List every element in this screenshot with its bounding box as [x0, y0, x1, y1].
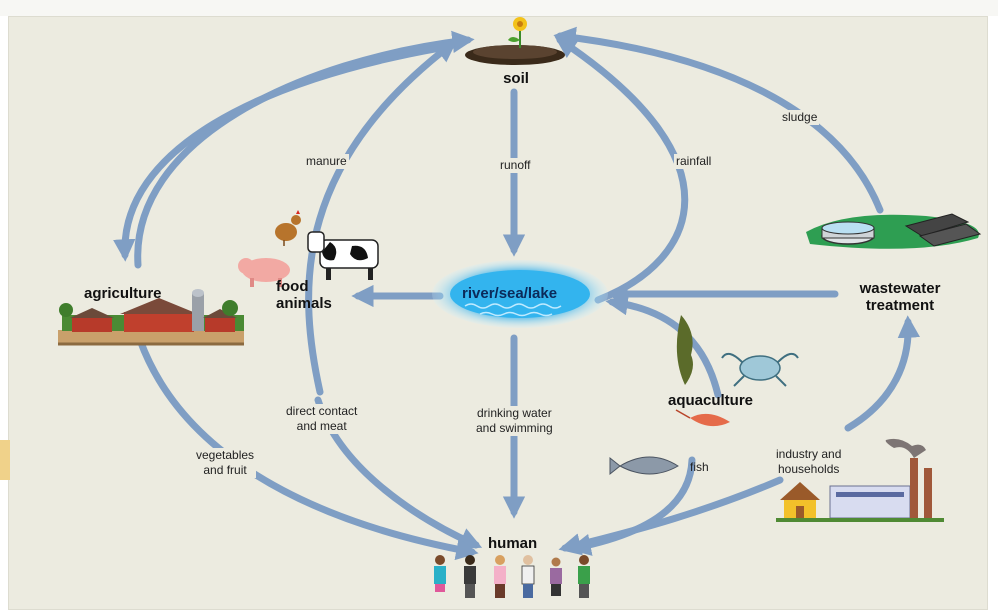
flow-label-direct-contact: direct contact and meat — [284, 404, 360, 434]
wastewater-graphic — [806, 213, 982, 249]
flow-label-drinking: drinking water and swimming — [474, 406, 555, 436]
people-graphic — [434, 555, 590, 598]
animals-graphic — [238, 210, 379, 287]
aquaculture-graphic — [609, 315, 799, 476]
water-body-graphic — [432, 260, 608, 328]
flow-label-fish: fish — [690, 460, 709, 474]
soil-graphic — [465, 17, 565, 65]
arrow-manure — [305, 39, 458, 396]
industry-graphic — [776, 438, 944, 522]
edge-decoration — [0, 440, 10, 480]
water-label: river/sea/lake — [462, 285, 558, 302]
arrow-fish — [568, 456, 696, 556]
arrow-rainfall — [554, 36, 689, 304]
soil-label: soil — [503, 70, 529, 87]
human-label: human — [488, 535, 538, 552]
farm-graphic — [58, 289, 244, 346]
flow-label-rainfall: rainfall — [674, 154, 714, 169]
flow-label-vegetables: vegetables and fruit — [194, 448, 257, 478]
arrow-soil-to-agriculture — [113, 44, 444, 262]
flow-label-manure: manure — [304, 154, 349, 169]
arrow-industry-to-wastewater — [844, 315, 921, 432]
agriculture-label: agriculture — [84, 285, 162, 302]
top-band — [0, 0, 998, 16]
food-animals-label: food animals — [276, 278, 332, 312]
flow-label-industry: industry and households — [776, 447, 842, 476]
flow-label-runoff: runoff — [498, 158, 533, 173]
flow-label-sludge: sludge — [780, 110, 820, 125]
arrow-sludge — [553, 26, 884, 214]
wastewater-label: wastewater treatment — [859, 280, 941, 314]
arrow-industry-to-human — [558, 476, 784, 556]
aquaculture-label: aquaculture — [668, 392, 754, 409]
arrow-aquaculture-to-water — [605, 293, 722, 399]
arrow-vegetables — [136, 336, 479, 561]
